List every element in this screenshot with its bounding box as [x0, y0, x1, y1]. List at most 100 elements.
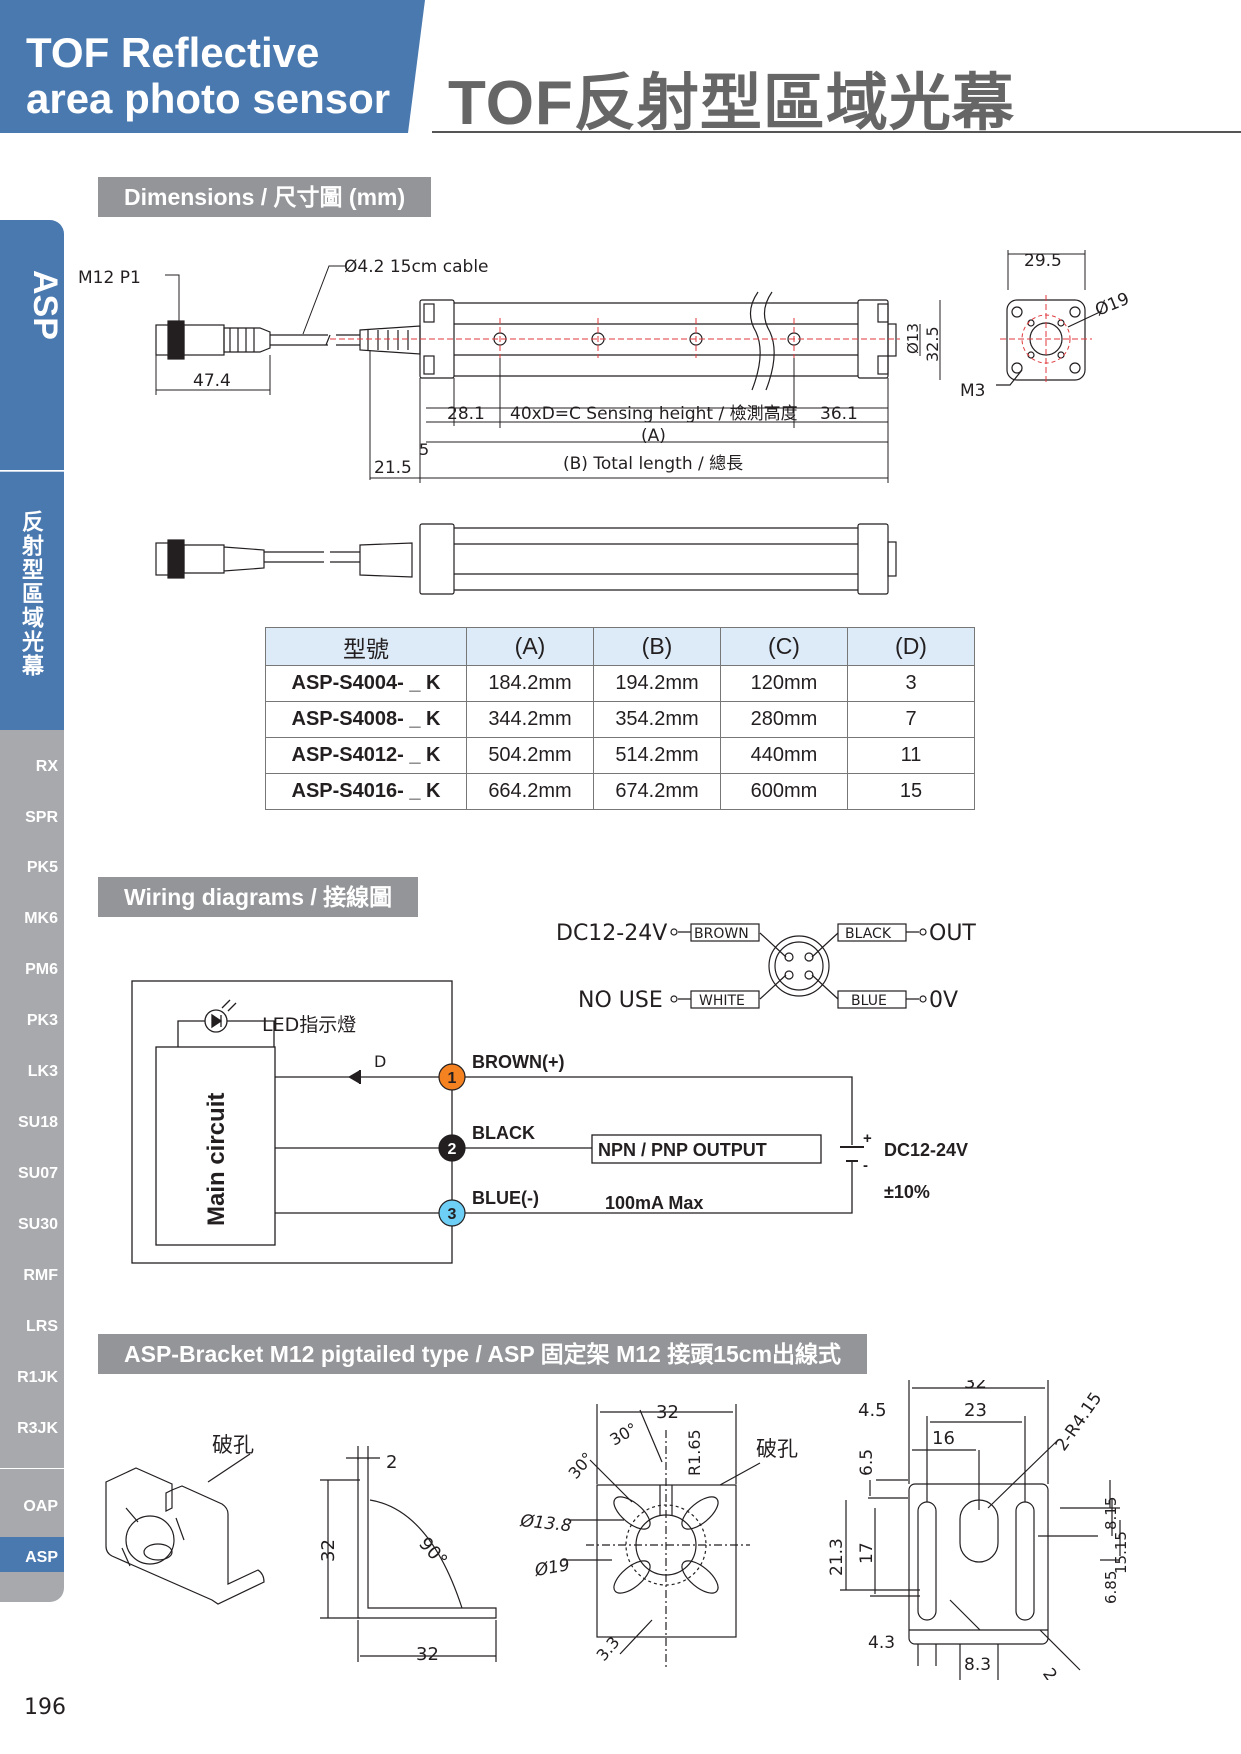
sensor-box [131, 980, 453, 1264]
sidebar-item-pk3[interactable]: PK3 [26, 1012, 58, 1029]
bracket-side-icon [320, 1446, 497, 1662]
cell-value: 344.2mm [466, 701, 594, 738]
label-bottom-1515: 15.15 [1112, 1531, 1130, 1574]
label-led: LED指示燈 [262, 1014, 356, 1036]
spec-table-header: 型號 (A) (B) (C) (D) [265, 627, 975, 666]
end-view-icon [996, 299, 1103, 386]
bracket-drawing: 破孔 2 32 90° 32 32 30° 30° R1.65 破孔 Ø13.8… [105, 1380, 1130, 1680]
sidebar-tab-product-name[interactable] [0, 471, 64, 730]
label-cable-offset: 21.5 [374, 458, 412, 478]
label-offset-left: 28.1 [447, 404, 485, 424]
wire-black: BLACK [845, 926, 892, 942]
pin-number: 2 [448, 1141, 457, 1158]
label-dc: DC12-24V [556, 921, 667, 946]
cell-value: 514.2mm [593, 737, 721, 774]
label-0v: 0V [929, 988, 958, 1013]
sidebar-active-highlight [0, 1537, 64, 1572]
sidebar-item-oap[interactable]: OAP [23, 1498, 58, 1515]
header-a: (A) [466, 627, 594, 666]
wiring-diagram: DC12-24V NO USE OUT 0V BROWN WHITE BLACK… [131, 921, 976, 1264]
bracket-front-icon [562, 1404, 761, 1670]
m12-pinout-icon [670, 923, 927, 1009]
label-b: (B) Total length / 總長 [563, 454, 743, 474]
label-knockout-2: 破孔 [756, 1437, 798, 1461]
title-en-line2: area photo sensor [26, 75, 391, 122]
cell-value: 184.2mm [466, 665, 594, 702]
pin-label: BLUE(-) [472, 1188, 539, 1208]
label-side-angle: 90° [414, 1533, 451, 1571]
label-offset-right: 36.1 [820, 404, 858, 424]
sidebar-item-spr[interactable]: SPR [25, 809, 58, 826]
bracket-bottom-icon [840, 1380, 1121, 1680]
pin-3-badge [438, 1199, 466, 1227]
pin-number: 3 [448, 1206, 457, 1223]
pin-label: BLACK [472, 1123, 535, 1143]
label-diode: D [374, 1052, 386, 1071]
label-front-width: 32 [656, 1402, 679, 1423]
sidebar-item-su07[interactable]: SU07 [17, 1165, 58, 1182]
sidebar-item-r1jk[interactable]: R1JK [17, 1369, 58, 1386]
label-out: OUT [929, 921, 976, 946]
sidebar-item-asp[interactable]: ASP [25, 1549, 58, 1566]
cell-value: 3 [847, 665, 975, 702]
label-side-thickness: 2 [386, 1452, 397, 1473]
sidebar-item-rmf[interactable]: RMF [23, 1267, 58, 1284]
diode-icon [348, 1070, 360, 1084]
label-cable: Ø4.2 15cm cable [344, 257, 489, 277]
label-bottom-center: 16 [932, 1428, 955, 1449]
label-height: 32.5 [923, 326, 942, 362]
cell-value: 600mm [720, 773, 848, 810]
sidebar-tab-product[interactable] [0, 220, 64, 470]
sidebar-item-lk3[interactable]: LK3 [27, 1063, 58, 1080]
wire-blue: BLUE [851, 993, 887, 1009]
title-divider [432, 131, 1241, 133]
cell-value: 120mm [720, 665, 848, 702]
label-supply-plus: + [863, 1130, 872, 1147]
sidebar-item-su18[interactable]: SU18 [17, 1114, 58, 1131]
label-bottom-r-big: 2-R4.15 [1052, 1389, 1107, 1455]
sidebar-item-rx[interactable]: RX [35, 758, 58, 775]
cell-value: 664.2mm [466, 773, 594, 810]
label-front-radius: R1.65 [685, 1429, 704, 1476]
label-bottom-width: 32 [964, 1380, 987, 1393]
cell-model: ASP-S4008- _ K [265, 701, 467, 738]
cell-value: 504.2mm [466, 737, 594, 774]
m12-connector-icon [155, 320, 271, 360]
header-b: (B) [593, 627, 721, 666]
label-dia19: Ø19 [1092, 289, 1132, 321]
sidebar-item-r3jk[interactable]: R3JK [17, 1420, 58, 1437]
sidebar-item-pm6[interactable]: PM6 [25, 961, 58, 978]
label-front-dia-outer: Ø19 [532, 1555, 571, 1581]
label-bottom-top: 6.5 [857, 1449, 877, 1476]
label-a: (A) [641, 426, 666, 446]
label-bottom-slot-len: 17 [857, 1542, 877, 1564]
label-main-circuit: Main circuit [203, 1093, 230, 1226]
label-bottom-slot-w: 4.3 [868, 1633, 895, 1653]
label-bottom-edge: 4.5 [858, 1400, 887, 1421]
cell-value: 11 [847, 737, 975, 774]
sidebar-product-code: ASP [26, 270, 64, 340]
cell-model: ASP-S4012- _ K [265, 737, 467, 774]
label-side-length: 32 [416, 1644, 439, 1665]
sidebar-item-lrs[interactable]: LRS [26, 1318, 58, 1335]
cell-value: 674.2mm [593, 773, 721, 810]
sidebar-item-mk6[interactable]: MK6 [24, 910, 58, 927]
header-c: (C) [720, 627, 848, 666]
pin-2-badge [438, 1134, 466, 1162]
section-bracket-title: ASP-Bracket M12 pigtailed type / ASP 固定架… [98, 1334, 868, 1374]
sidebar-item-pk5[interactable]: PK5 [26, 859, 58, 876]
label-tolerance: ±10% [884, 1182, 930, 1202]
label-bottom-overall: 21.3 [827, 1538, 847, 1576]
label-no-use: NO USE [578, 988, 663, 1013]
label-side-height: 32 [318, 1539, 339, 1562]
label-supply: DC12-24V [884, 1140, 968, 1160]
page-title: TOF反射型區域光幕 [448, 69, 1015, 138]
sidebar-item-su30[interactable]: SU30 [17, 1216, 58, 1233]
label-front-slot: 3.3 [593, 1633, 624, 1665]
cell-value: 15 [847, 773, 975, 810]
label-connector-length: 47.4 [193, 371, 231, 391]
label-supply-minus: - [863, 1157, 868, 1174]
